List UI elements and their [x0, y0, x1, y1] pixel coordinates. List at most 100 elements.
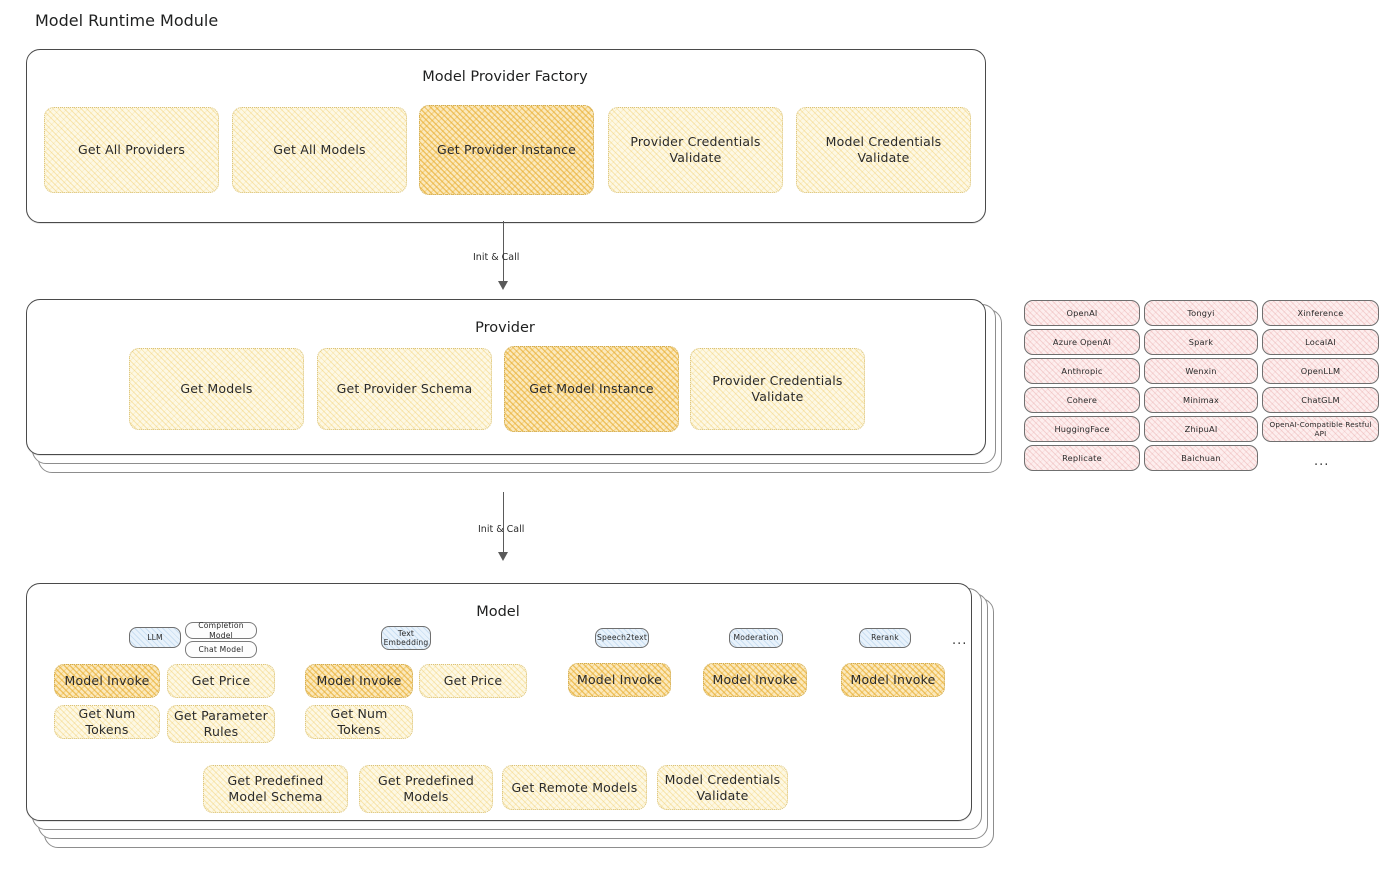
- model-type-badge-speech2text[interactable]: Speech2text: [595, 628, 649, 648]
- provider-chip-baichuan[interactable]: Baichuan: [1144, 445, 1258, 471]
- provider-chip-minimax[interactable]: Minimax: [1144, 387, 1258, 413]
- provider-chip-huggingface[interactable]: HuggingFace: [1024, 416, 1140, 442]
- provider-chip-localai[interactable]: LocalAI: [1262, 329, 1379, 355]
- edge-arrowhead-provider-to-model: [498, 552, 508, 561]
- provider-chip-label: HuggingFace: [1054, 423, 1110, 434]
- model-provider-factory-title: Model Provider Factory: [422, 69, 588, 85]
- node-label: Get Predefined Model Schema: [227, 773, 324, 804]
- node-label: Provider Credentials Validate: [630, 134, 761, 165]
- node-label: Get All Providers: [77, 142, 186, 157]
- model-subtype-label: Chat Model: [198, 644, 244, 654]
- provider-chip-panel: OpenAI Azure OpenAI Anthropic Cohere Hug…: [1024, 300, 1379, 475]
- node-get-remote-models[interactable]: Get Remote Models: [502, 765, 647, 810]
- provider-chip-label: Wenxin: [1185, 365, 1217, 376]
- provider-chip-wenxin[interactable]: Wenxin: [1144, 358, 1258, 384]
- provider-chip-label: OpenAI: [1066, 307, 1098, 318]
- node-model-credentials-validate-3[interactable]: Model Credentials Validate: [657, 765, 788, 810]
- node-provider-credentials-validate-2[interactable]: Provider Credentials Validate: [690, 348, 865, 430]
- node-llm-model-invoke[interactable]: Model Invoke: [54, 664, 160, 698]
- model-types-ellipsis: ...: [952, 633, 968, 648]
- node-text-embedding-get-price[interactable]: Get Price: [419, 664, 527, 698]
- edge-label-init-and-call-2: Init & Call: [478, 524, 525, 535]
- model-type-badge-llm[interactable]: LLM: [129, 627, 181, 648]
- model-subtype-badge-completion-model[interactable]: Completion Model: [185, 621, 257, 640]
- node-label: Get Parameter Rules: [174, 708, 268, 739]
- edge-line-factory-to-provider: [503, 221, 504, 283]
- provider-chips-ellipsis: ...: [1314, 454, 1330, 469]
- node-get-model-instance[interactable]: Get Model Instance: [504, 346, 679, 432]
- node-llm-get-price[interactable]: Get Price: [167, 664, 275, 698]
- provider-chip-label: Azure OpenAI: [1052, 336, 1112, 347]
- node-text-embedding-get-num-tokens[interactable]: Get Num Tokens: [305, 705, 413, 739]
- model-type-badge-text-embedding[interactable]: Text Embedding: [381, 626, 431, 650]
- model-type-label: Rerank: [871, 633, 899, 643]
- provider-chip-label: Cohere: [1066, 394, 1098, 405]
- provider-chip-xinference[interactable]: Xinference: [1262, 300, 1379, 326]
- provider-chip-label: Xinference: [1297, 307, 1344, 318]
- node-label: Get Price: [191, 673, 251, 688]
- model-type-badge-rerank[interactable]: Rerank: [859, 628, 911, 648]
- provider-chip-label: Minimax: [1182, 394, 1220, 405]
- provider-chip-chatglm[interactable]: ChatGLM: [1262, 387, 1379, 413]
- node-label: Model Invoke: [316, 673, 402, 688]
- model-type-label: Speech2text: [597, 633, 647, 643]
- node-text-embedding-model-invoke[interactable]: Model Invoke: [305, 664, 413, 698]
- node-label: Get Model Instance: [529, 381, 654, 396]
- provider-chip-openllm[interactable]: OpenLLM: [1262, 358, 1379, 384]
- node-label: Model Invoke: [576, 672, 663, 687]
- model-type-badge-moderation[interactable]: Moderation: [729, 628, 783, 648]
- node-get-predefined-model-schema[interactable]: Get Predefined Model Schema: [203, 765, 348, 813]
- node-label: Get Predefined Models: [378, 773, 474, 804]
- provider-chip-label: LocalAI: [1305, 336, 1336, 347]
- model-title: Model: [476, 604, 520, 620]
- node-label: Get Models: [180, 381, 253, 396]
- node-label: Provider Credentials Validate: [712, 373, 843, 404]
- node-rerank-model-invoke[interactable]: Model Invoke: [841, 663, 945, 697]
- provider-chip-label: OpenAI-Compatible Restful API: [1269, 420, 1372, 438]
- node-model-credentials-validate[interactable]: Model Credentials Validate: [796, 107, 971, 193]
- provider-chip-label: Baichuan: [1181, 452, 1221, 463]
- provider-chip-label: Tongyi: [1187, 307, 1215, 318]
- node-label: Get Remote Models: [511, 779, 638, 795]
- node-speech2text-model-invoke[interactable]: Model Invoke: [568, 663, 671, 697]
- provider-chip-spark[interactable]: Spark: [1144, 329, 1258, 355]
- edge-arrowhead-factory-to-provider: [498, 281, 508, 290]
- provider-chip-openai[interactable]: OpenAI: [1024, 300, 1140, 326]
- node-label: Model Credentials Validate: [825, 134, 942, 165]
- node-get-models[interactable]: Get Models: [129, 348, 304, 430]
- node-label: Get Price: [443, 673, 503, 688]
- model-subtype-badge-chat-model[interactable]: Chat Model: [185, 641, 257, 658]
- provider-chip-tongyi[interactable]: Tongyi: [1144, 300, 1258, 326]
- provider-chip-anthropic[interactable]: Anthropic: [1024, 358, 1140, 384]
- provider-chip-cohere[interactable]: Cohere: [1024, 387, 1140, 413]
- node-label: Model Invoke: [64, 673, 150, 688]
- model-type-label: Moderation: [733, 633, 779, 643]
- node-label: Model Credentials Validate: [664, 771, 781, 803]
- node-label: Get Num Tokens: [78, 706, 136, 737]
- model-type-label: Text Embedding: [383, 628, 429, 647]
- provider-title: Provider: [475, 320, 535, 336]
- node-get-provider-instance[interactable]: Get Provider Instance: [419, 105, 594, 195]
- node-llm-get-num-tokens[interactable]: Get Num Tokens: [54, 705, 160, 739]
- model-type-label: LLM: [147, 632, 163, 642]
- provider-chip-zhipuai[interactable]: ZhipuAI: [1144, 416, 1258, 442]
- node-get-all-providers[interactable]: Get All Providers: [44, 107, 219, 193]
- node-label: Get Provider Schema: [336, 381, 473, 396]
- edge-line-provider-to-model: [503, 492, 504, 554]
- provider-chip-openai-compatible-restful-api[interactable]: OpenAI-Compatible Restful API: [1262, 416, 1379, 442]
- provider-chip-label: Anthropic: [1061, 365, 1103, 376]
- node-label: Get Num Tokens: [330, 706, 388, 737]
- provider-chip-replicate[interactable]: Replicate: [1024, 445, 1140, 471]
- node-provider-credentials-validate[interactable]: Provider Credentials Validate: [608, 107, 783, 193]
- page-title: Model Runtime Module: [35, 11, 219, 30]
- node-get-all-models[interactable]: Get All Models: [232, 107, 407, 193]
- provider-chip-label: ChatGLM: [1301, 394, 1340, 405]
- node-get-predefined-models[interactable]: Get Predefined Models: [359, 765, 493, 813]
- node-llm-get-parameter-rules[interactable]: Get Parameter Rules: [167, 705, 275, 743]
- provider-chip-azure-openai[interactable]: Azure OpenAI: [1024, 329, 1140, 355]
- model-subtype-label: Completion Model: [198, 621, 244, 640]
- node-label: Model Invoke: [850, 672, 936, 687]
- node-moderation-model-invoke[interactable]: Model Invoke: [703, 663, 807, 697]
- edge-label-init-and-call-1: Init & Call: [473, 252, 520, 263]
- node-get-provider-schema[interactable]: Get Provider Schema: [317, 348, 492, 430]
